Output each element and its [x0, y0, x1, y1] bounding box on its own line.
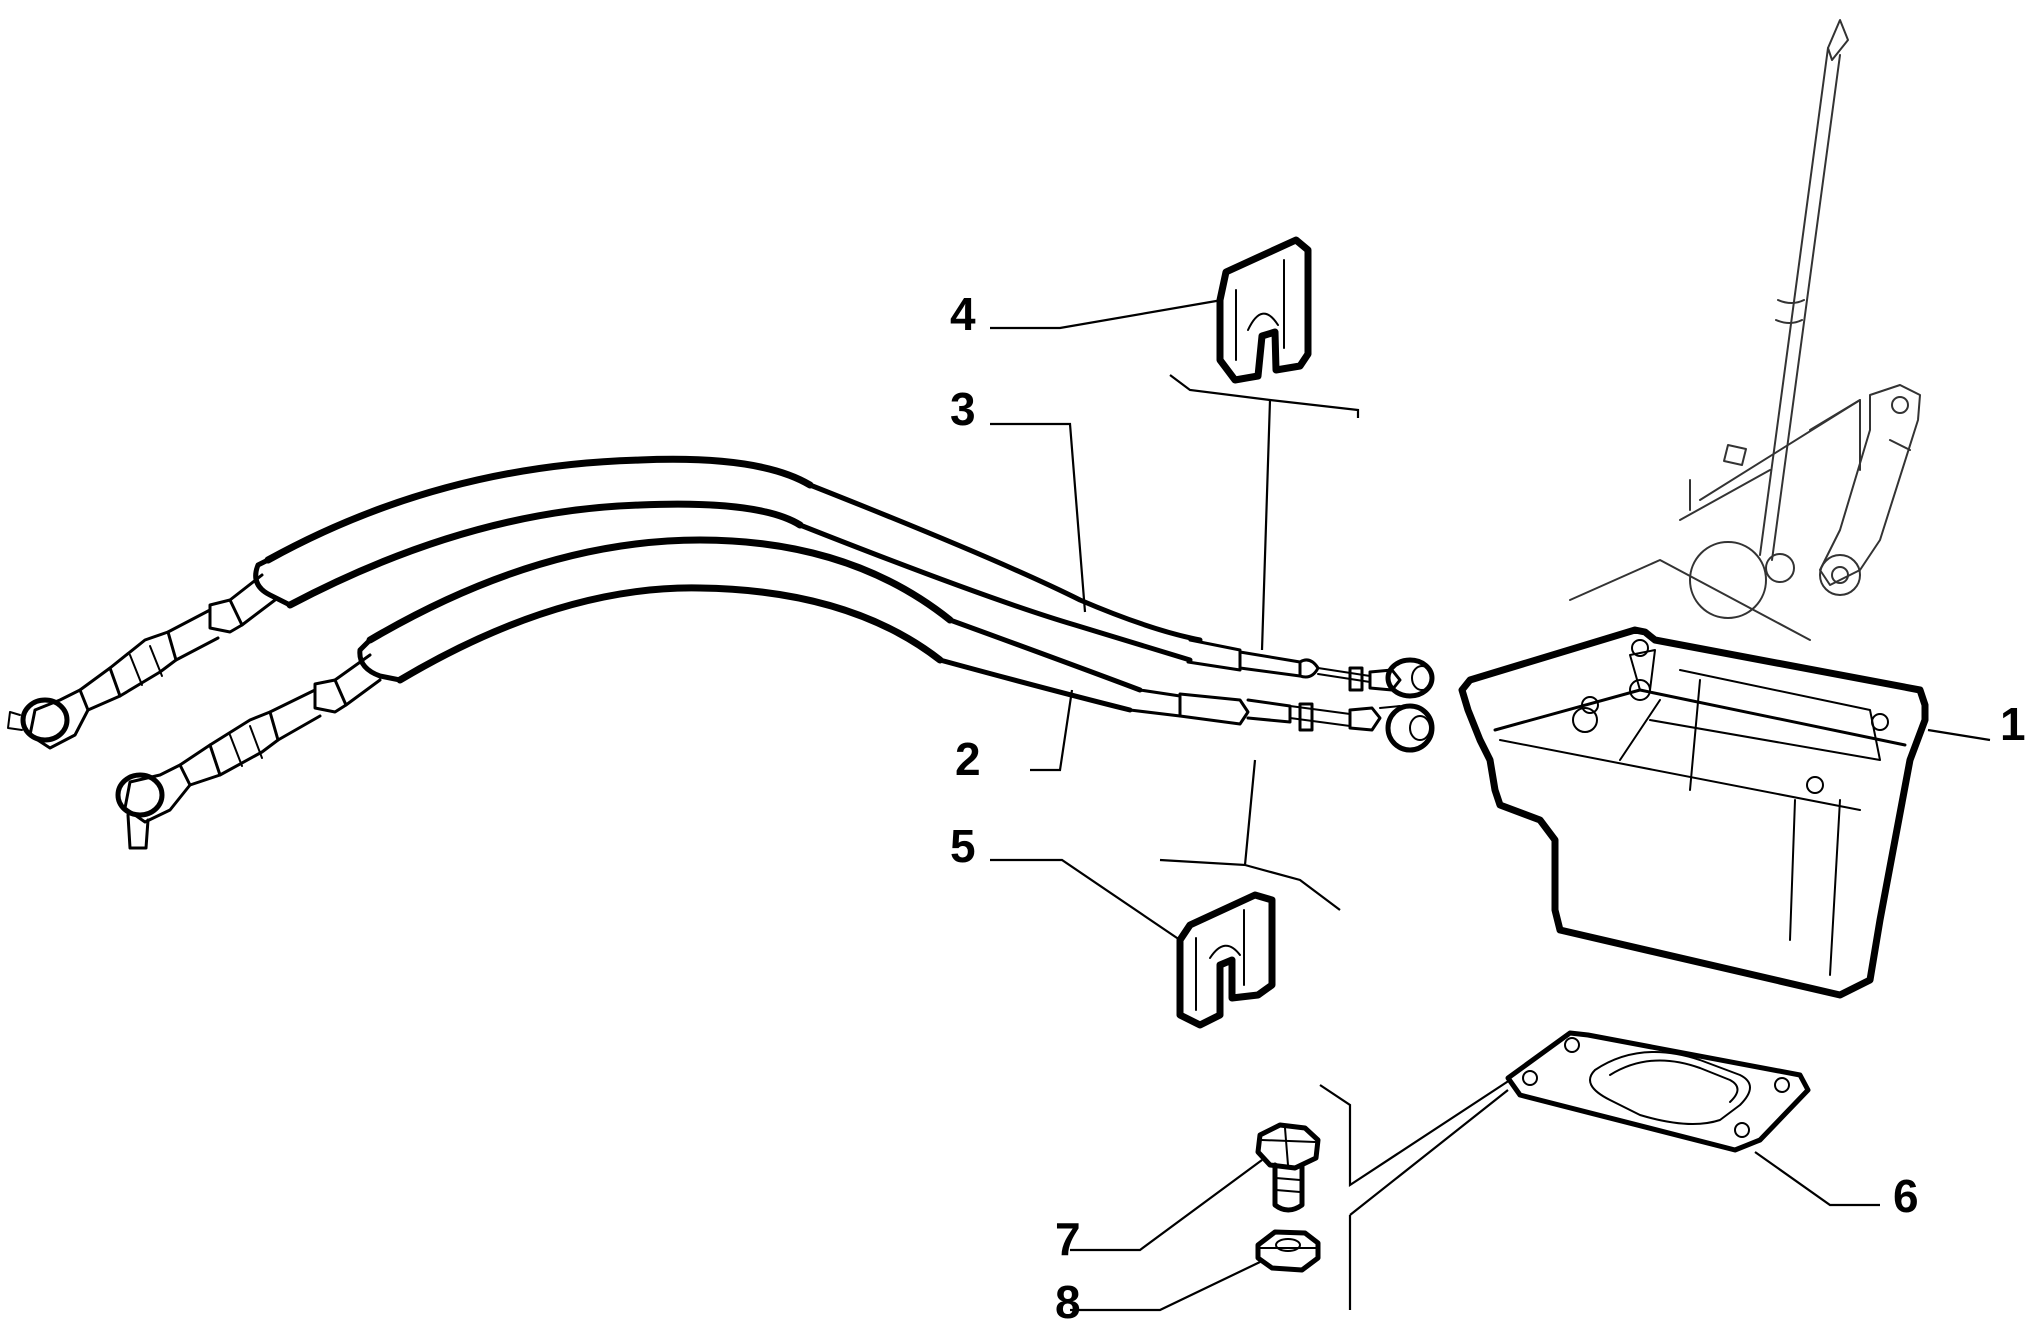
leader-5: [990, 858, 1181, 941]
leader-4: [990, 298, 1223, 330]
clip-guide-upper: [1169, 374, 1360, 651]
leader-3: [990, 422, 1087, 613]
shift-lever-housing: [1458, 626, 1929, 999]
nut: [1255, 1229, 1321, 1273]
leader-7: [1070, 1159, 1263, 1252]
callout-2: 2: [955, 733, 981, 785]
gear-lever-assembly: [1569, 19, 1921, 641]
callout-8: 8: [1055, 1276, 1081, 1322]
clip-guide-lower: [1159, 759, 1341, 911]
selector-cable: [115, 536, 1435, 850]
plate-bracket: [1319, 1079, 1511, 1310]
leader-6: [1754, 1151, 1880, 1207]
leader-1: [1927, 728, 1991, 742]
upper-retaining-clip: [1216, 236, 1312, 384]
callout-1: 1: [2000, 698, 2026, 750]
lower-retaining-clip: [1176, 891, 1276, 1029]
callout-5: 5: [950, 820, 976, 872]
leader-2: [1030, 689, 1074, 772]
cover-plate: [1505, 1030, 1811, 1153]
callout-7: 7: [1055, 1213, 1081, 1265]
callouts: 1 2 3 4 5 6 7 8: [950, 288, 2026, 1322]
leader-8: [1070, 1261, 1261, 1312]
engagement-cable: [7, 455, 1435, 750]
callout-6: 6: [1893, 1170, 1919, 1222]
leader-lines: [990, 298, 1991, 1312]
bolt: [1255, 1122, 1321, 1213]
callout-4: 4: [950, 288, 976, 340]
callout-3: 3: [950, 383, 976, 435]
